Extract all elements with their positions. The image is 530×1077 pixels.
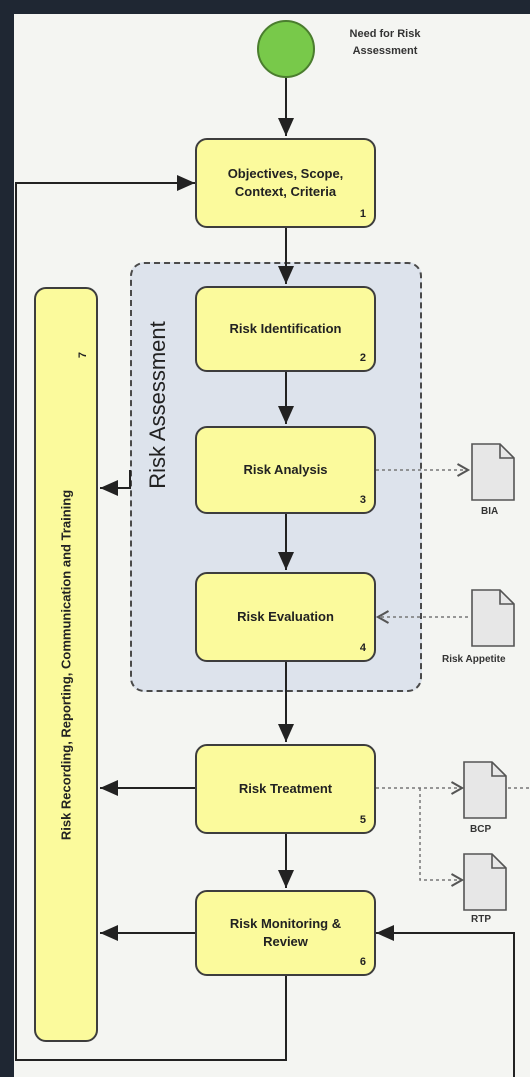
step-label: Risk Treatment [238, 781, 333, 797]
edge-5-to-rtp [419, 788, 465, 887]
edge-group-to-7 [100, 470, 131, 496]
document-icon [471, 589, 515, 647]
step-2-risk-identification: Risk Identification 2 [195, 286, 376, 372]
step-number: 3 [359, 494, 366, 507]
document-icon [471, 443, 515, 501]
edge-feedback-to-6 [376, 925, 515, 1077]
step-6-risk-monitoring: Risk Monitoring & Review 6 [195, 890, 376, 976]
step-label: Risk Identification [229, 321, 342, 337]
step-label: Risk Monitoring & Review [229, 916, 342, 949]
step-4-risk-evaluation: Risk Evaluation 4 [195, 572, 376, 662]
start-label: Need for Risk Assessment [349, 28, 421, 57]
step-number: 5 [359, 814, 366, 827]
doc-label-bia: BIA [481, 506, 499, 517]
side-process-label: Risk Recording, Reporting, Communication… [58, 489, 74, 840]
step-number: 6 [359, 956, 366, 969]
step-5-risk-treatment: Risk Treatment 5 [195, 744, 376, 834]
step-label: Risk Analysis [243, 462, 328, 478]
doc-label-risk-appetite: Risk Appetite [442, 654, 506, 665]
step-label: Objectives, Scope, Context, Criteria [227, 166, 344, 199]
document-icon [463, 761, 507, 819]
start-node [257, 20, 315, 78]
side-process-7: Risk Recording, Reporting, Communication… [34, 287, 98, 1042]
step-3-risk-analysis: Risk Analysis 3 [195, 426, 376, 514]
document-icon [463, 853, 507, 911]
step-number: 4 [359, 642, 366, 655]
step-number: 1 [359, 208, 366, 221]
step-label: Risk Evaluation [237, 609, 334, 625]
doc-label-bcp: BCP [470, 824, 492, 835]
side-process-number: 7 [77, 351, 90, 359]
step-1-objectives: Objectives, Scope, Context, Criteria 1 [195, 138, 376, 228]
doc-label-rtp: RTP [471, 914, 491, 925]
step-number: 2 [359, 352, 366, 365]
edge-loop-to-1 [15, 175, 287, 1061]
